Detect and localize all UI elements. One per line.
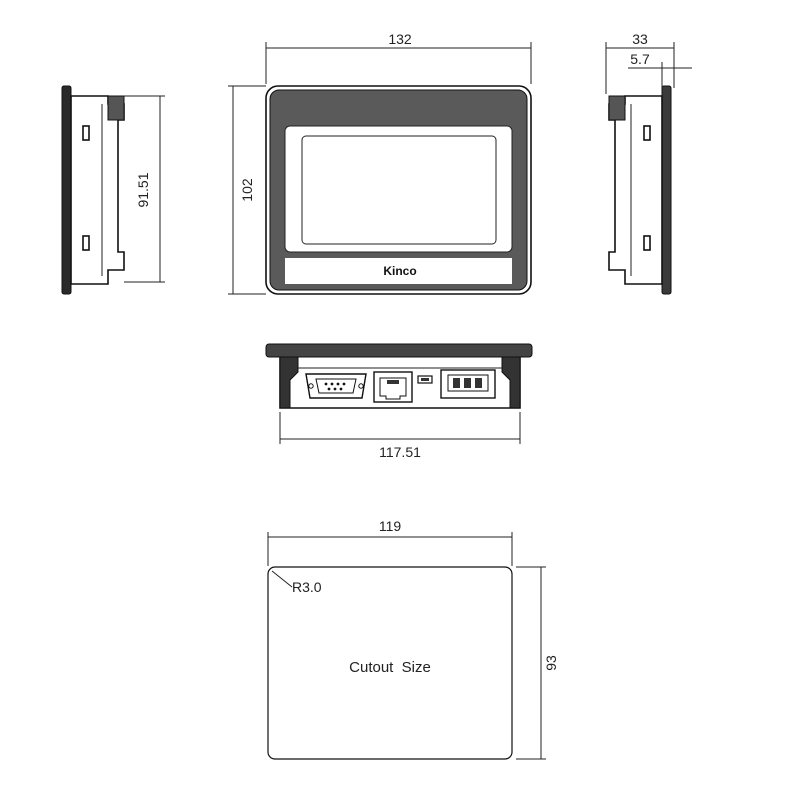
bottom-left-clip [279,356,299,409]
left-body-outline [70,95,125,285]
right-slot-bottom [643,235,651,251]
front-height-label: 102 [239,178,255,202]
depth-label: 33 [632,31,648,47]
side-depth-label: 91.51 [135,172,151,207]
front-view: 132 102 Kinco [228,31,532,295]
left-slot-bottom [82,235,90,251]
left-slot-top [82,125,90,141]
cutout-size-label: Cutout Size [349,659,431,676]
right-bezel-edge [661,85,672,295]
front-bezel-outer [265,85,532,295]
ethernet-port-icon [373,371,413,403]
brand-strip [285,258,512,284]
left-top-clip [107,95,125,121]
cutout-view: 119 R3.0 93 Cutout Size [267,518,559,760]
right-side-view: 33 5.7 [605,31,692,295]
radius-label: R3.0 [292,579,322,595]
right-slot-top [643,125,651,141]
bottom-width-label: 117.51 [379,444,421,460]
right-body-outline [608,95,663,285]
cutout-height-label: 93 [543,655,559,671]
display-area [301,135,497,245]
radius-leader-line [271,570,293,588]
right-top-clip [608,95,626,121]
bezel-label: 5.7 [630,51,650,67]
power-terminal-icon [440,369,496,399]
usb-port-icon [417,375,433,384]
cutout-width-label: 119 [379,518,402,534]
serial-port-icon [305,373,367,399]
cutout-outline [267,566,513,760]
bottom-bezel-edge [265,343,533,358]
left-bezel-edge [61,85,72,295]
front-width-label: 132 [388,31,412,47]
bottom-view: 117.51 [265,343,533,460]
left-side-view: 91.51 [61,85,165,295]
bottom-right-clip [501,356,521,409]
brand-logo-text: Kinco [383,264,416,278]
